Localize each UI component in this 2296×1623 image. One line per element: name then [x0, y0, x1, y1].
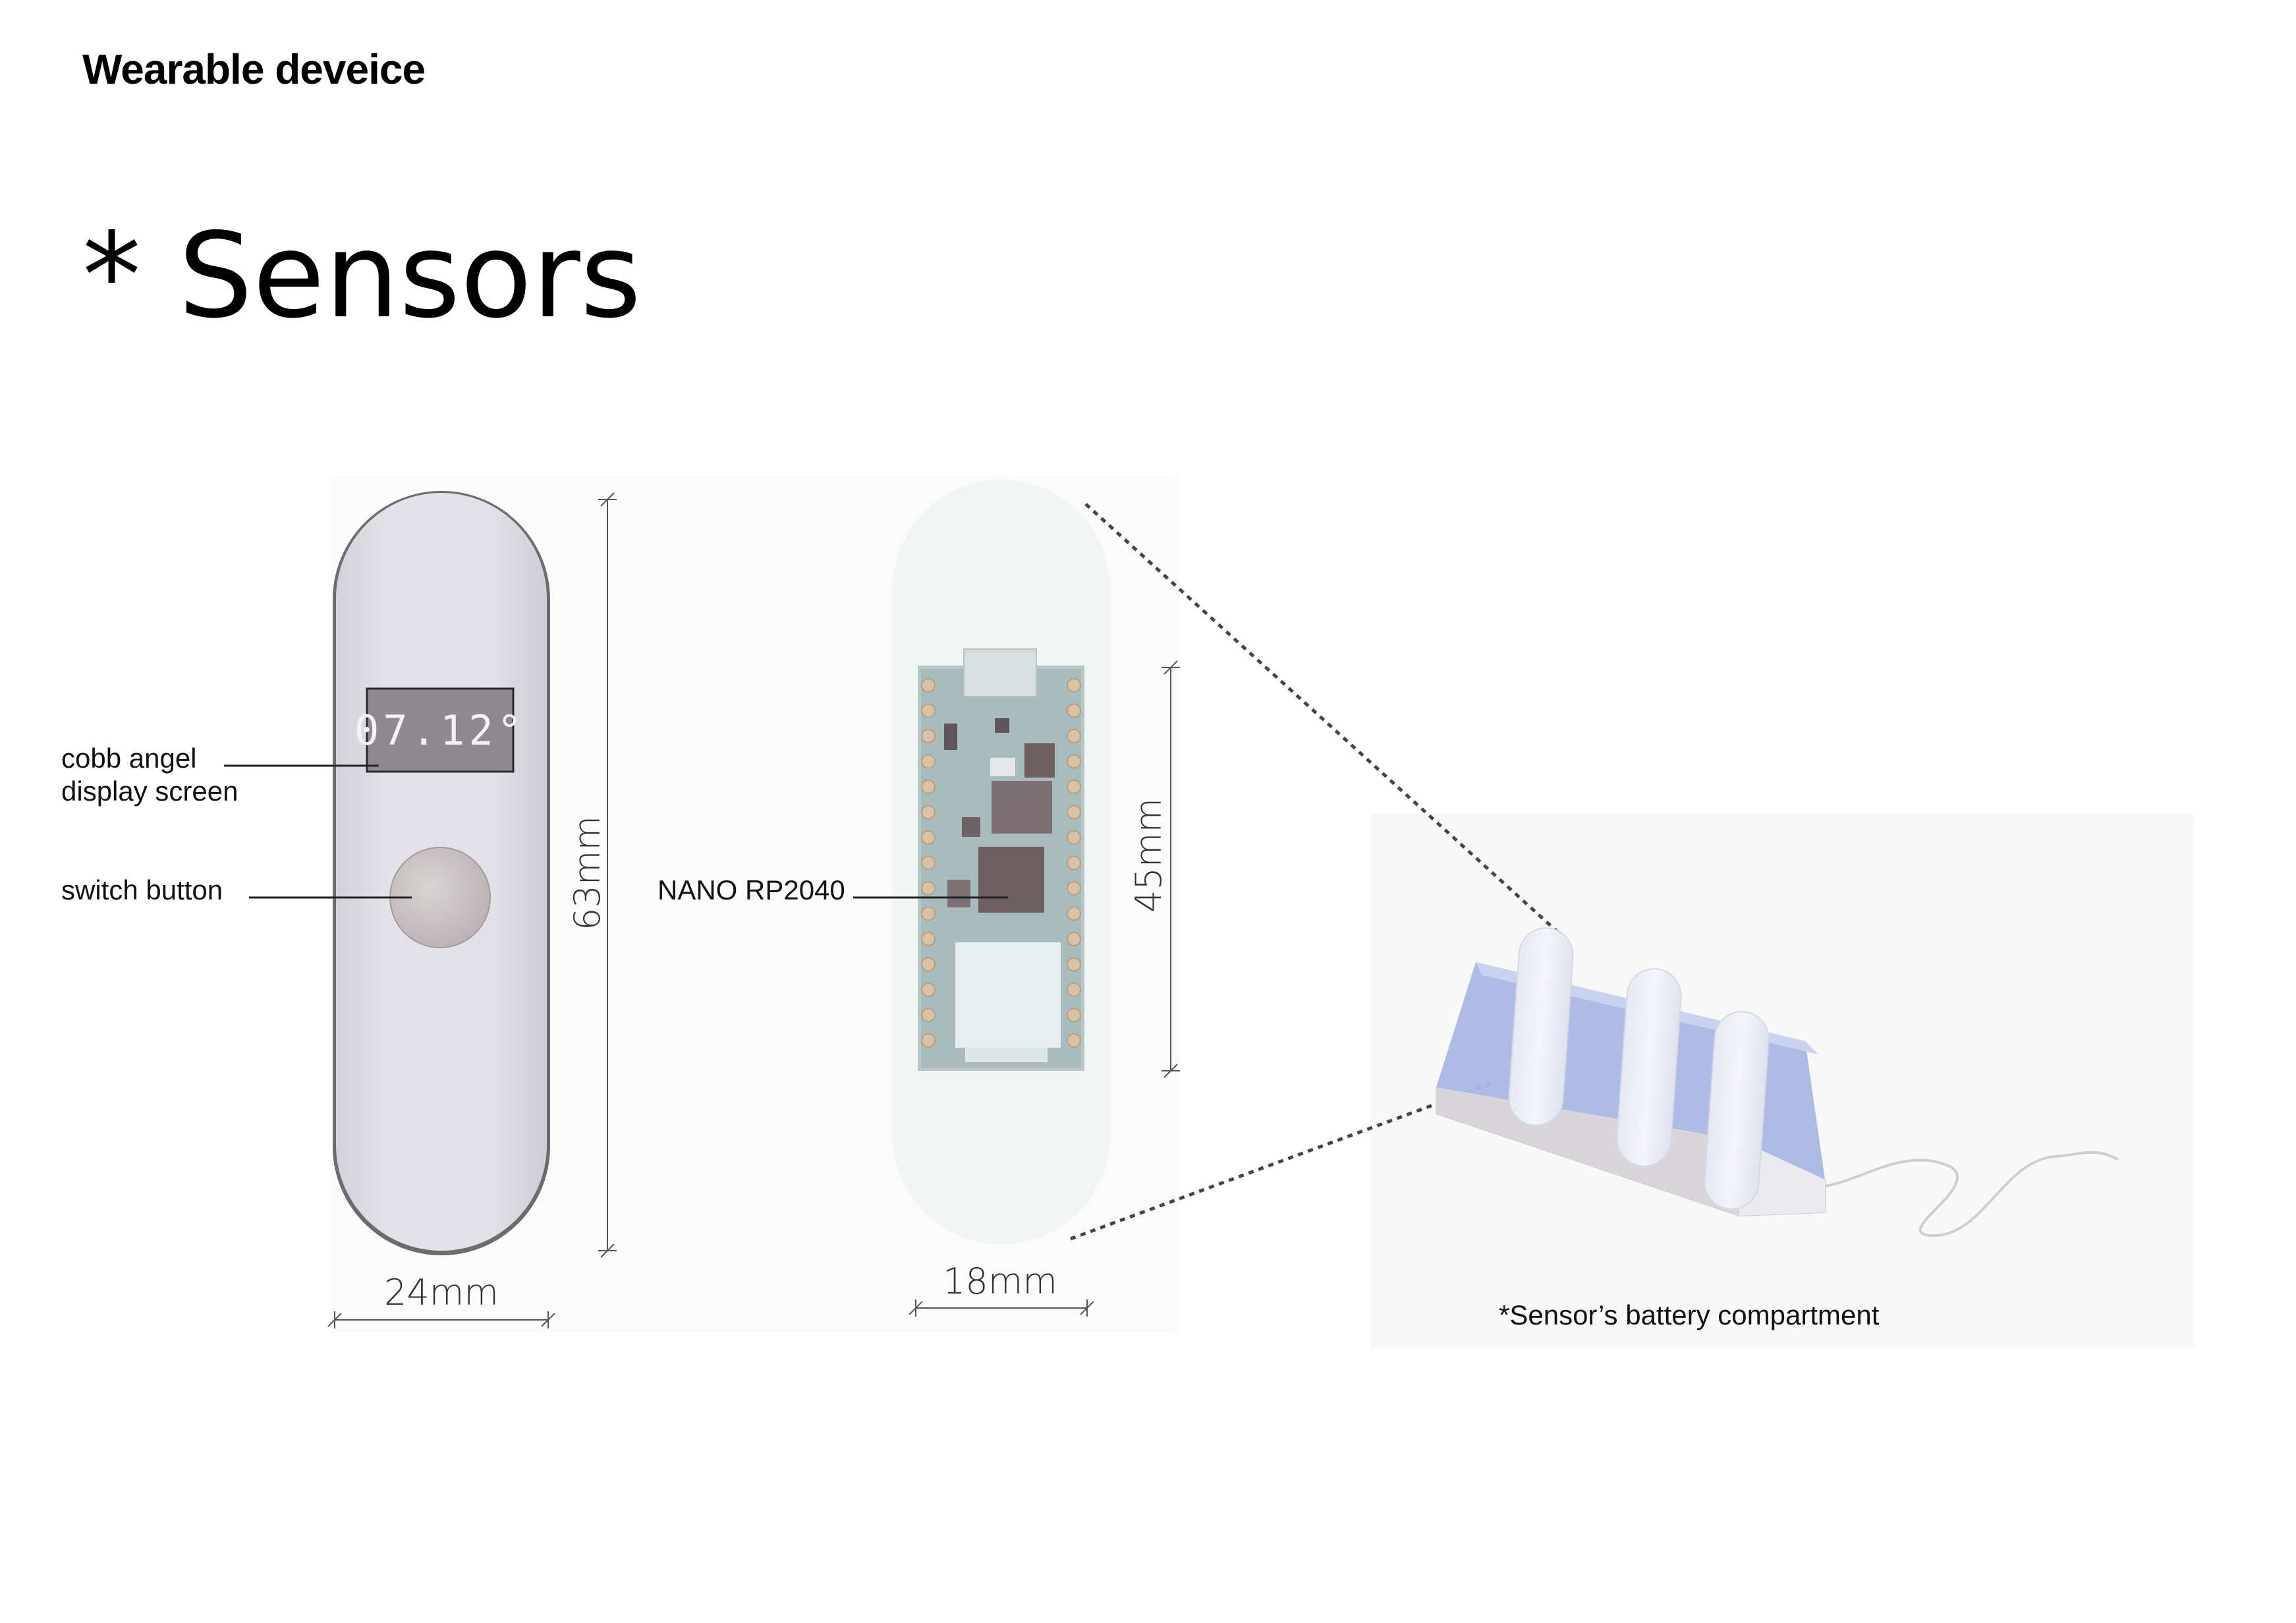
cobb-angle-display-screen — [366, 687, 515, 773]
board-pin — [1067, 830, 1081, 845]
button-label: switch button — [61, 874, 223, 905]
board-pin — [1067, 1033, 1081, 1048]
board-height-dimension — [1162, 660, 1180, 1078]
display-reading: 07.12° — [354, 706, 526, 755]
board-pin — [921, 881, 936, 896]
board-pin — [1067, 932, 1081, 946]
board-pin — [1067, 982, 1081, 997]
battery-wire — [1824, 1151, 2119, 1238]
board-width-label: 18mm — [943, 1261, 1057, 1302]
board-pin — [1067, 957, 1081, 972]
board-pin — [1067, 754, 1081, 769]
board-pin — [1067, 703, 1081, 718]
board-height-label: 45mm — [1128, 798, 1169, 913]
nano-rp2040-board — [918, 648, 1084, 1071]
board-pin — [921, 780, 936, 794]
screen-label-line2: display screen — [61, 776, 238, 807]
board-pin — [921, 906, 936, 921]
board-width-dimension — [909, 1299, 1094, 1317]
header-title: Wearable deveice — [82, 45, 426, 93]
device-width-label: 24mm — [384, 1272, 499, 1313]
board-pin — [1067, 906, 1081, 921]
zoom-line-lower — [1070, 1082, 1491, 1241]
device-width-dimension — [327, 1311, 555, 1328]
board-pin — [1067, 805, 1081, 820]
board-pin — [1067, 1008, 1081, 1023]
board-pin — [921, 932, 936, 946]
board-pin — [1067, 780, 1081, 794]
wearable-device: 07.12° — [333, 491, 550, 1255]
board-pin — [921, 754, 936, 769]
board-label: NANO RP2040 — [658, 874, 845, 905]
device-height-dimension — [598, 492, 617, 1258]
battery-compartment-render — [1436, 927, 2119, 1238]
battery-caption: *Sensor’s battery compartment — [1499, 1299, 1880, 1330]
board-pin — [921, 855, 936, 870]
board-pin — [921, 982, 936, 997]
board-pin — [1067, 729, 1081, 743]
board-pin — [921, 805, 936, 820]
board-pin — [1067, 678, 1081, 693]
screen-label-line1: cobb angel — [61, 743, 197, 774]
board-pin — [1067, 881, 1081, 896]
zoom-line-upper — [1084, 503, 1559, 934]
board-pin — [921, 703, 936, 718]
device-height-label: 63mm — [567, 816, 608, 930]
board-pins — [921, 678, 1081, 1048]
board-pin — [921, 1033, 936, 1048]
board-pin — [921, 729, 936, 743]
board-pin — [921, 830, 936, 845]
section-title: * Sensors — [82, 208, 642, 344]
board-pin — [921, 1008, 936, 1023]
board-pin — [1067, 855, 1081, 870]
board-pin — [921, 957, 936, 972]
board-pin — [921, 678, 936, 693]
